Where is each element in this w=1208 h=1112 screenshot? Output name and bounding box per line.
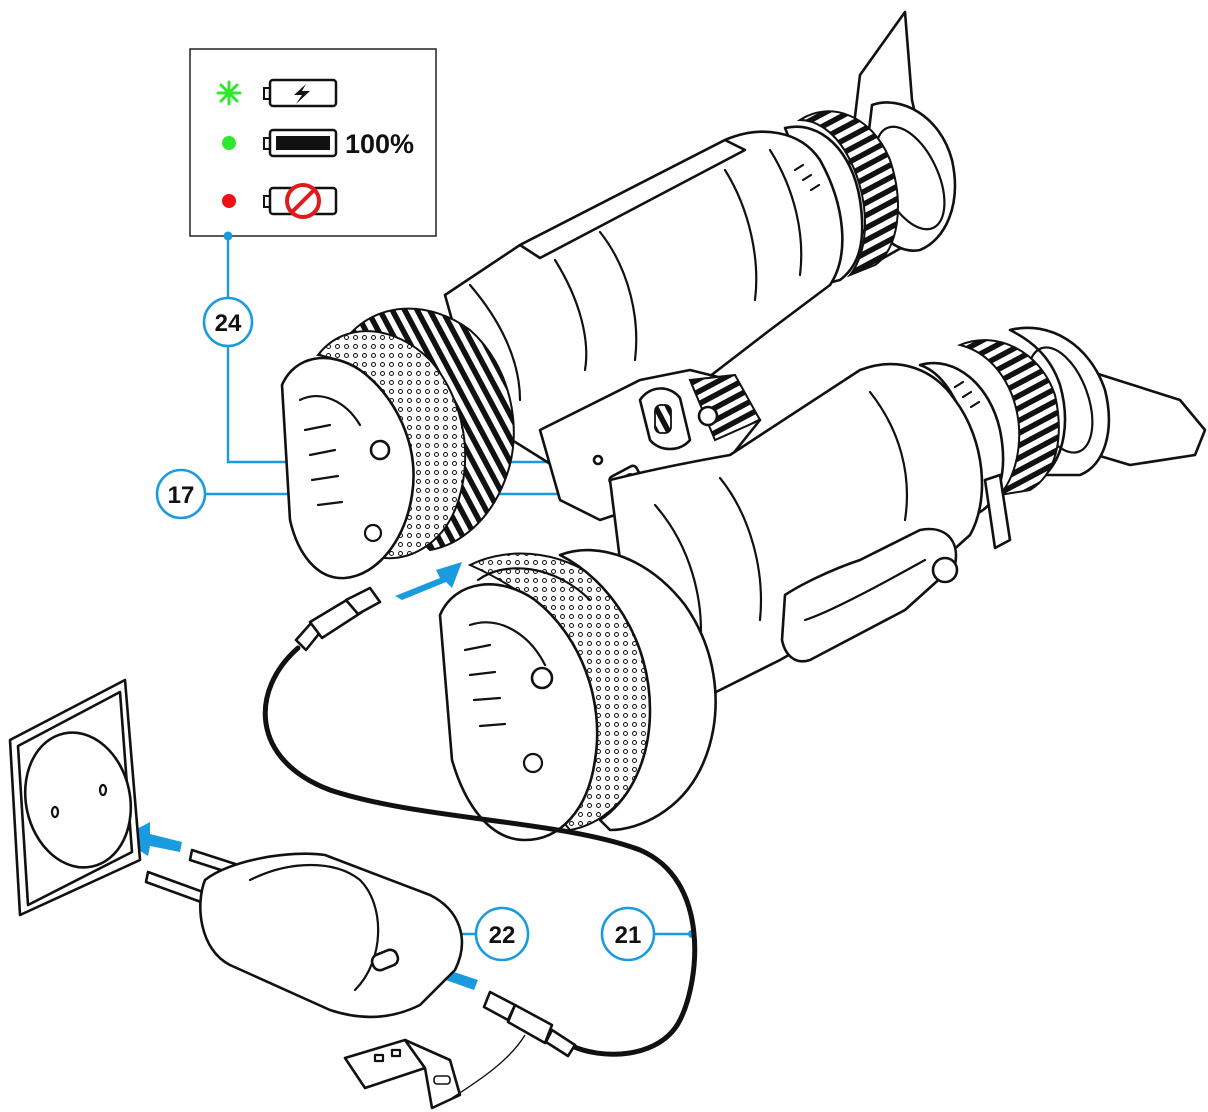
usb-cable bbox=[262, 586, 698, 1110]
battery-level-label: 100% bbox=[345, 129, 414, 159]
callout-22: 22 bbox=[474, 906, 530, 962]
arrow-usb-to-device-icon bbox=[395, 562, 462, 600]
diopter-marker-icon bbox=[793, 163, 981, 409]
legend-row-charging bbox=[216, 78, 338, 108]
callout-17-label: 17 bbox=[168, 482, 195, 509]
battery-full-icon bbox=[263, 128, 338, 158]
callout-21-label: 21 bbox=[615, 922, 642, 949]
led-red-icon bbox=[222, 194, 236, 208]
callout-21: 21 bbox=[600, 906, 656, 962]
callout-24-label: 24 bbox=[215, 310, 242, 337]
binocular-device bbox=[280, 10, 1207, 842]
network-charger bbox=[144, 848, 464, 1019]
charging-indicator-legend: 100% bbox=[189, 48, 437, 237]
callout-17: 17 bbox=[155, 468, 207, 520]
callout-22-label: 22 bbox=[489, 922, 516, 949]
legend-row-not-charging bbox=[222, 183, 338, 219]
battery-charging-icon bbox=[263, 78, 338, 108]
wall-socket bbox=[8, 678, 142, 917]
callout-24: 24 bbox=[202, 296, 254, 348]
led-flashing-green-icon bbox=[216, 80, 242, 106]
battery-no-charge-icon bbox=[263, 183, 338, 219]
led-green-icon bbox=[222, 136, 236, 150]
legend-row-full: 100% bbox=[222, 128, 414, 159]
